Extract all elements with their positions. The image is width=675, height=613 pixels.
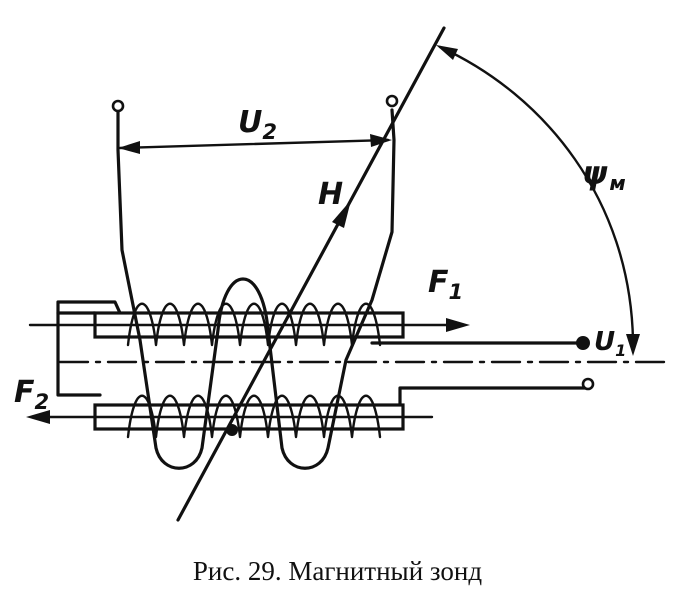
field-h-crossing-dot — [226, 424, 238, 436]
h-label: H — [318, 177, 343, 212]
u2-dimension-line — [118, 138, 390, 150]
figure-caption: Рис. 29. Магнитный зонд — [192, 556, 483, 586]
core-connecting-frame — [56, 311, 102, 397]
f2-arrowhead — [26, 410, 50, 424]
u2-arrow-right — [370, 134, 392, 147]
core-frame-bottom-step — [398, 386, 587, 410]
u2-right-terminal — [385, 94, 399, 108]
upper-core-winding — [126, 302, 382, 347]
measuring-winding — [116, 108, 396, 470]
core-frame-top-step — [56, 300, 122, 315]
psi-arrow-top — [436, 45, 458, 60]
f1-arrowhead — [446, 318, 470, 332]
psi-angle-arc — [438, 45, 635, 342]
field-h-line — [176, 26, 446, 522]
u1-terminal — [576, 336, 590, 350]
f2-label: F2 — [14, 375, 49, 414]
field-h-arrowhead — [332, 200, 351, 228]
u2-label: U2 — [238, 105, 277, 144]
u1-label: U1 — [594, 327, 626, 360]
lower-output-terminal — [581, 377, 595, 391]
f1-label: F1 — [428, 265, 463, 304]
psi-arrow-bottom — [626, 334, 640, 356]
u2-arrow-left — [118, 141, 140, 154]
u2-left-terminal — [111, 99, 125, 113]
